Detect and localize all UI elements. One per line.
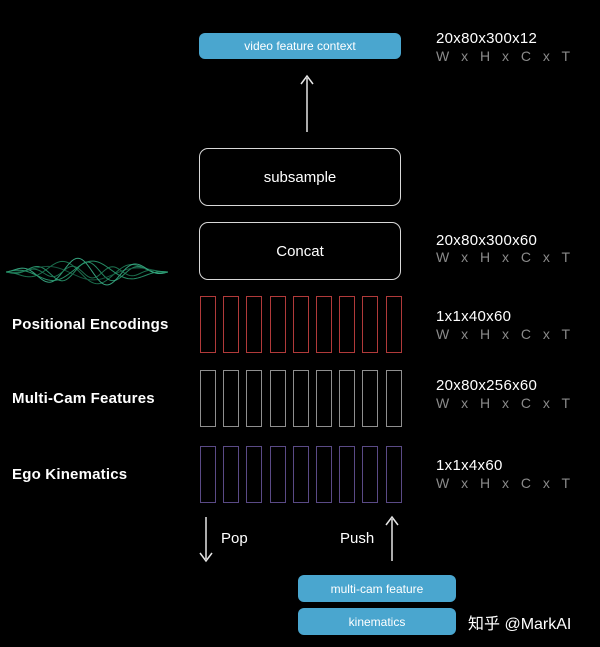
subsample-label: subsample <box>263 168 337 186</box>
queue-cell <box>246 296 263 353</box>
context-dims: 20x80x300x12 <box>436 30 538 47</box>
queue-cell <box>200 370 216 427</box>
queue-cell <box>223 446 240 503</box>
wave-curve <box>6 265 168 279</box>
queue-cell <box>316 296 332 353</box>
concat-dims: 20x80x300x60 <box>436 232 538 249</box>
wave-curve <box>6 260 168 281</box>
queue-cell <box>269 370 286 427</box>
queue-cell <box>223 296 240 353</box>
push-label: Push <box>340 530 375 547</box>
pop-label: Pop <box>221 530 248 547</box>
video-feature-context-label: video feature context <box>244 39 356 53</box>
queue-cell <box>385 296 402 353</box>
queue-cell <box>246 446 263 503</box>
queue-cell <box>339 296 356 353</box>
concat-axes: W x H x C x T <box>436 249 575 265</box>
queue-cell <box>385 370 402 427</box>
queue-cell <box>200 296 216 353</box>
up-arrow-icon <box>300 74 314 132</box>
positional-dims: 1x1x40x60 <box>436 308 512 325</box>
wave-curve <box>6 257 168 286</box>
queue-cell <box>362 446 379 503</box>
context-axes: W x H x C x T <box>436 48 575 64</box>
subsample-box: subsample <box>199 148 401 206</box>
multi-cam-feature-pill: multi-cam feature <box>298 575 456 602</box>
queue-cell <box>316 446 332 503</box>
multi-cam-features-label: Multi-Cam Features <box>12 390 155 407</box>
queue-cell <box>269 446 286 503</box>
queue-cell <box>292 296 309 353</box>
queue-cell <box>200 446 216 503</box>
ego-axes: W x H x C x T <box>436 475 575 491</box>
queue-cell <box>316 370 332 427</box>
queue-cell <box>339 446 356 503</box>
watermark: 知乎 @MarkAI <box>468 616 572 633</box>
queue-cell <box>362 370 379 427</box>
queue-cell <box>362 296 379 353</box>
positional-wave-illustration <box>6 257 168 286</box>
positional-axes: W x H x C x T <box>436 326 575 342</box>
positional-encodings-label: Positional Encodings <box>12 316 169 333</box>
kinematics-pill-label: kinematics <box>348 614 406 629</box>
multicam-axes: W x H x C x T <box>436 395 575 411</box>
video-feature-context-pill: video feature context <box>199 33 401 59</box>
pop-down-arrow-icon <box>199 517 213 563</box>
queue-cell <box>292 370 309 427</box>
queue-cell <box>385 446 402 503</box>
multicam-dims: 20x80x256x60 <box>436 377 538 394</box>
queue-cell <box>292 446 309 503</box>
concat-box: Concat <box>199 222 401 280</box>
queue-cell <box>269 296 286 353</box>
queue-cell <box>246 370 263 427</box>
concat-label: Concat <box>276 242 324 260</box>
kinematics-pill: kinematics <box>298 608 456 635</box>
push-up-arrow-icon <box>385 515 399 561</box>
queue-cell <box>223 370 240 427</box>
queue-cell <box>339 370 356 427</box>
ego-dims: 1x1x4x60 <box>436 457 503 474</box>
multi-cam-feature-pill-label: multi-cam feature <box>330 581 424 596</box>
ego-kinematics-label: Ego Kinematics <box>12 466 128 483</box>
